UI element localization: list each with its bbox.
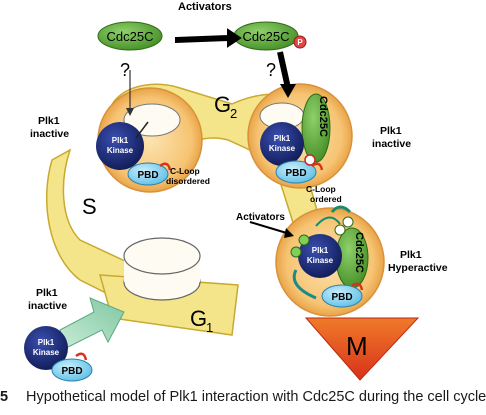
question-right: ? xyxy=(266,60,276,80)
cdc25c-vertical-label-hyper: Cdc25C xyxy=(353,232,365,273)
question-left: ? xyxy=(120,60,130,80)
plk1-hyperactive-ring xyxy=(275,207,385,317)
plk1-inactive-right-line2: inactive xyxy=(372,138,411,150)
phase-g1-label: G xyxy=(190,306,207,331)
phase-g1-subscript: 1 xyxy=(206,320,213,335)
kinase-domain-bottom xyxy=(24,326,68,370)
cloop-disordered-line2: disordered xyxy=(166,176,210,186)
plk1-hyperactive-line2: Hyperactive xyxy=(388,262,448,274)
cdc25c-left-label: Cdc25C xyxy=(107,29,154,44)
cdc25c-vertical-label: Cdc25C xyxy=(317,96,329,137)
plk1-inactive-bottom-line2: inactive xyxy=(28,300,67,312)
cloop-bottom xyxy=(75,352,88,361)
kinase-left-line1: Plk1 xyxy=(112,136,129,145)
cdc25c-right-label: Cdc25C xyxy=(243,29,290,44)
m-phase-arrow xyxy=(304,317,420,381)
pbd-right-label: PBD xyxy=(285,168,306,179)
pbd-bottom-label: PBD xyxy=(61,366,82,377)
plk1-inactive-right-line1: Plk1 xyxy=(380,125,402,137)
phase-g2-subscript: 2 xyxy=(230,106,237,121)
plk1-inactive-left-line1: Plk1 xyxy=(38,115,60,127)
kinase-bottom-line2: Kinase xyxy=(33,348,60,357)
plk1-inactive-ring-right xyxy=(247,83,353,189)
cloop-ordered-line2: ordered xyxy=(310,194,342,204)
phase-g2-label: G xyxy=(214,92,231,117)
kinase-hyper-line2: Kinase xyxy=(307,256,334,265)
kinase-right-line1: Plk1 xyxy=(274,134,291,143)
plk1-bottom-left-molecule xyxy=(24,326,93,382)
activation-loop-arrow xyxy=(330,205,352,214)
activators-arrow-mid xyxy=(249,221,291,235)
plk1-hyperactive-line1: Plk1 xyxy=(400,249,422,261)
phase-m-label: M xyxy=(346,331,368,361)
plk1-inactive-bottom-line1: Plk1 xyxy=(36,287,58,299)
phospho-p-top: P xyxy=(297,38,303,47)
cloop-disordered-line1: C-Loop xyxy=(170,166,200,176)
pbd-left-label: PBD xyxy=(137,170,158,181)
recruit-arrow-right xyxy=(277,51,291,89)
phospho-marker-top xyxy=(293,35,307,49)
kinase-right-line2: Kinase xyxy=(269,144,296,153)
kinase-bottom-line1: Plk1 xyxy=(38,338,55,347)
cdc25c-unphosphorylated xyxy=(97,21,163,51)
activators-arrowhead-mid xyxy=(284,228,294,238)
activators-mid-label: Activators xyxy=(236,212,285,223)
kinase-hyper-line1: Plk1 xyxy=(312,246,329,255)
activators-top-label: Activators xyxy=(178,1,232,13)
pbd-hyper-label: PBD xyxy=(331,292,352,303)
cloop-ordered-line1: C-Loop xyxy=(306,184,336,194)
plk1-inactive-ring-left xyxy=(96,87,203,193)
figure-number: 5 xyxy=(0,389,9,405)
activation-arrow-top xyxy=(175,28,242,48)
recruit-arrowhead-right xyxy=(280,84,296,98)
figure-caption: 5 Hypothetical model of Plk1 interaction… xyxy=(0,389,486,415)
empty-pocket-g1 xyxy=(123,237,201,301)
plk1-cycle-diagram: Activators Cdc25C Cdc25C P ? ? G 2 S G 1… xyxy=(24,1,448,382)
query-arrowhead-left xyxy=(126,108,134,116)
kinase-left-line2: Kinase xyxy=(107,146,134,155)
phase-s-label: S xyxy=(82,194,97,219)
plk1-inactive-left-line2: inactive xyxy=(30,128,69,140)
figure-caption-text: Hypothetical model of Plk1 interaction w… xyxy=(26,389,486,405)
pbd-domain-bottom xyxy=(51,358,93,382)
g1-entry-arrow xyxy=(59,297,125,349)
